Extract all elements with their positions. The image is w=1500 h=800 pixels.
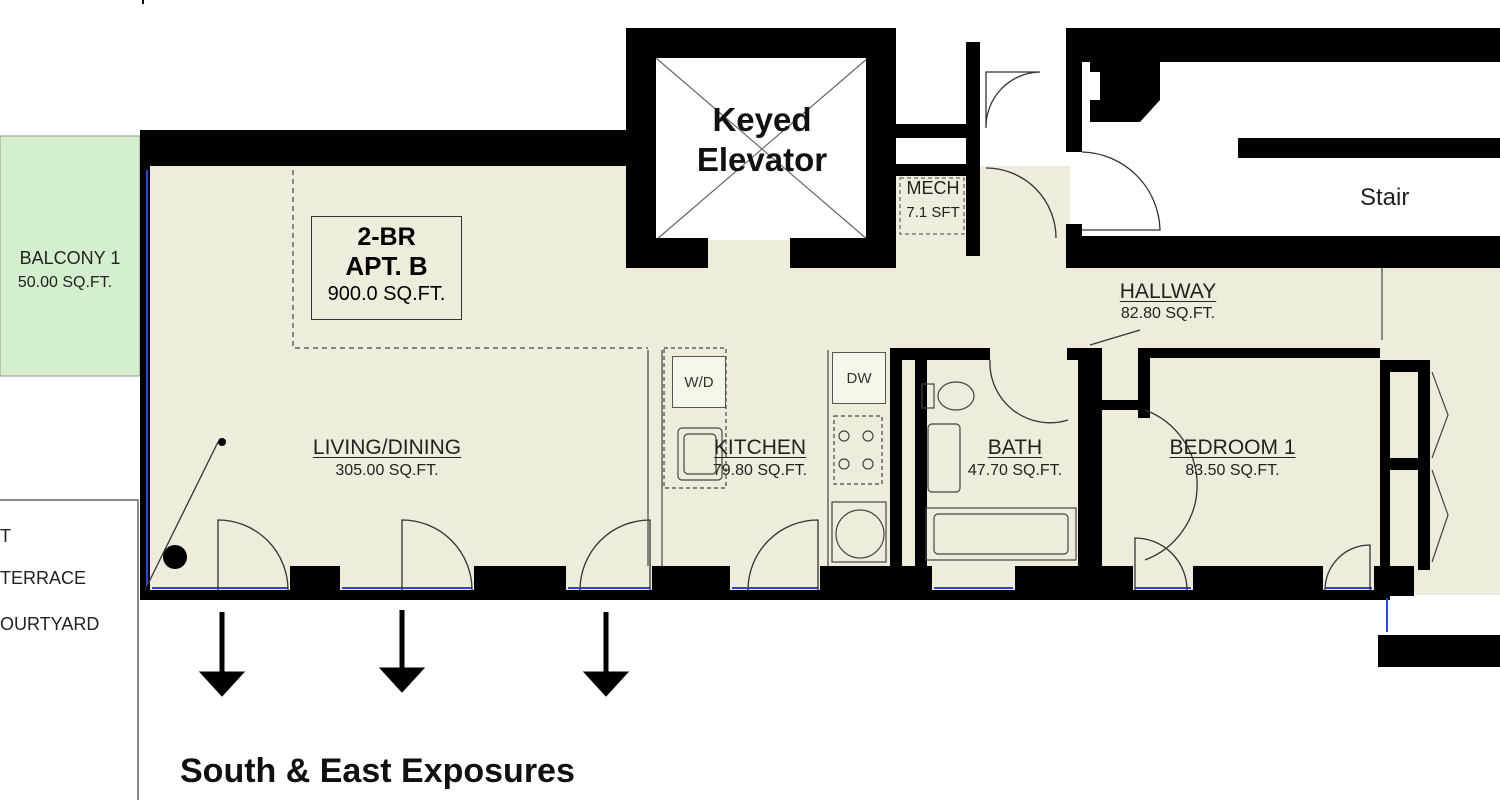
elevator-line1: Keyed [712,101,812,138]
apartment-area: 900.0 SQ.FT. [327,283,446,305]
apartment-label-box: 2-BR APT. B 900.0 SQ.FT. [311,216,462,320]
balcony-area [0,135,141,377]
apartment-type: 2-BR [357,223,416,251]
windows [146,170,1388,632]
bedroom-area: 83.50 SQ.FT. [1185,462,1280,479]
washer-dryer: W/D [672,356,726,408]
terrace-area [0,499,139,800]
terrace-line-3: OURTYARD [0,614,100,634]
exposure-caption: South & East Exposures [180,752,575,790]
stair-label: Stair [1360,184,1410,211]
bedroom-name: BEDROOM 1 [1169,436,1296,459]
dishwasher-label: DW [846,369,872,387]
mech-closet [899,177,965,235]
bath-fixtures [921,381,1077,561]
mech-name: MECH [906,178,960,198]
walls [140,28,1500,667]
bath-area: 47.70 SQ.FT. [967,462,1063,479]
hallway-area: 82.80 SQ.FT. [1120,305,1216,322]
elevator-line2: Elevator [696,141,828,178]
balcony-name: BALCONY 1 [19,248,121,268]
door-swings [144,71,1371,591]
mech-area: 7.1 SFT [906,204,960,221]
right-floor [1378,265,1500,595]
terrace-line-1: T [0,526,11,546]
living-area: 305.00 SQ.FT. [335,462,439,479]
washer-dryer-label: W/D [684,373,714,391]
bath-name: BATH [987,436,1043,459]
hallway-name: HALLWAY [1119,280,1217,303]
terrace-line-2: TERRACE [0,568,87,588]
balcony-area-text: 50.00 SQ.FT. [17,274,113,291]
dishwasher: DW [832,352,886,404]
apartment-name: APT. B [345,251,428,281]
exposure-arrows [198,610,630,697]
kitchen-area: 79.80 SQ.FT. [712,462,808,479]
living-name: LIVING/DINING [312,436,462,459]
kitchen-name: KITCHEN [713,436,807,459]
kitchen-fixtures [647,347,887,566]
elevator-label: Keyed Elevator [672,100,852,180]
